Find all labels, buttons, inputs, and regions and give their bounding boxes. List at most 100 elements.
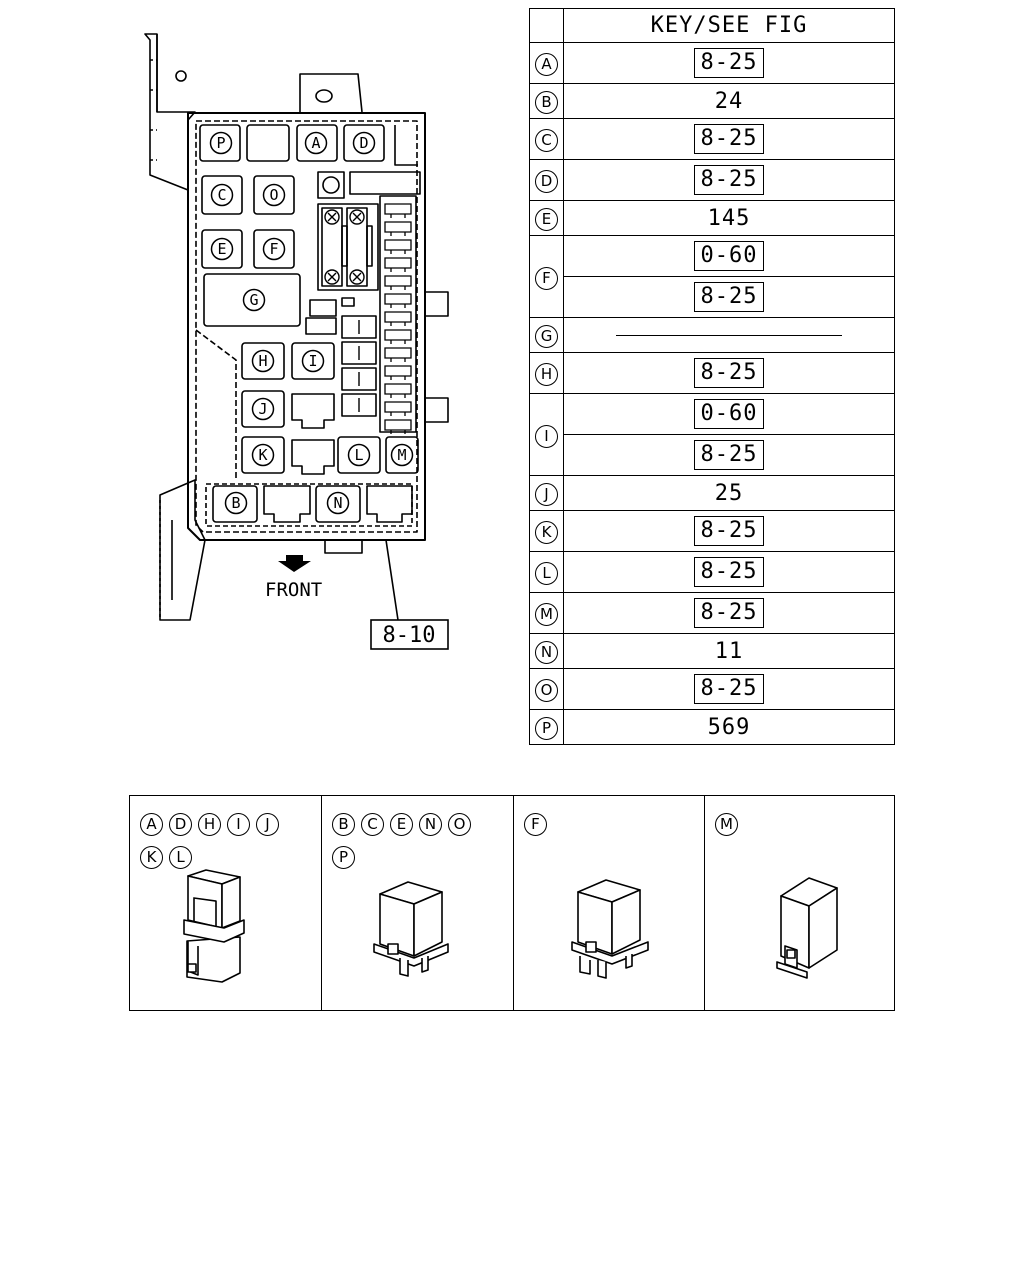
legend-key-circle: D (169, 813, 192, 836)
legend-key-circle: M (715, 813, 738, 836)
fig-ref-boxed: 8-25 (693, 440, 765, 470)
key-circle: G (535, 325, 558, 348)
fig-cell: 0-60 (563, 235, 895, 277)
key-circle: D (535, 170, 558, 193)
slot-label-d: D (359, 134, 368, 152)
key-circle: I (535, 424, 558, 448)
table-row: 8-25 (530, 276, 895, 318)
table-row: K 8-25 (529, 510, 895, 552)
key-cell: B (529, 83, 564, 119)
slot-label-f: F (269, 240, 278, 258)
slot-circle-a (304, 131, 328, 155)
table-row: N 11 (529, 633, 895, 669)
key-circle: C (535, 129, 558, 152)
front-label: FRONT (265, 579, 322, 601)
key-cell: H (529, 352, 564, 394)
key-circle: O (535, 679, 558, 702)
slot-label-g: G (249, 291, 258, 309)
slot-circle-h (251, 349, 275, 373)
fig-cell: 8-25 (563, 434, 895, 476)
fig-ref-boxed: 8-25 (693, 557, 765, 587)
not-available-dash (616, 335, 842, 336)
table-row: E 145 (529, 200, 895, 236)
fig-cell: 8-25 (563, 159, 895, 201)
key-cell: C (529, 118, 564, 160)
table-header: KEY/SEE FIG (563, 8, 895, 43)
slot-circle-f (262, 237, 286, 261)
slot-circle-b (224, 491, 248, 515)
fig-cell: 145 (563, 200, 895, 236)
slot-circle-e (210, 237, 234, 261)
key-circle: K (535, 521, 558, 544)
fig-cell (563, 317, 895, 353)
legend-key-circle: E (390, 813, 413, 836)
slot-circle-k (251, 443, 275, 467)
legend-key-circle: B (332, 813, 355, 836)
key-cell: P (529, 709, 564, 745)
key-cell: N (529, 633, 564, 669)
fig-ref-boxed: 8-25 (693, 358, 765, 388)
header-key-cell (529, 8, 564, 43)
part-number: 11 (714, 638, 744, 664)
table-row: H 8-25 (529, 352, 895, 394)
table-row: C 8-25 (529, 118, 895, 160)
key-circle: N (535, 641, 558, 664)
slot-circle-p (209, 131, 233, 155)
legend-keys-3: F (524, 807, 694, 840)
legend-key-circle: L (169, 846, 192, 869)
key-circle: J (535, 483, 558, 506)
part-number: 569 (707, 714, 751, 740)
key-cell: E (529, 200, 564, 236)
key-circle: E (535, 208, 558, 231)
relay-icon-4 (776, 877, 838, 979)
key-circle: H (535, 363, 558, 386)
slot-label-i: I (308, 352, 317, 370)
key-circle: B (535, 91, 558, 114)
legend-key-circle: I (227, 813, 250, 836)
fig-ref-boxed: 8-25 (693, 282, 765, 312)
key-cell: D (529, 159, 564, 201)
key-cell: G (529, 317, 564, 353)
slot-circle-d (352, 131, 376, 155)
fig-cell: 8-25 (563, 551, 895, 593)
slot-label-o: O (269, 186, 278, 204)
fig-ref-boxed: 8-25 (693, 124, 765, 154)
slot-label-b: B (231, 494, 240, 512)
slot-label-e: E (217, 240, 226, 258)
key-circle: M (535, 603, 558, 626)
key-cell: J (529, 475, 564, 511)
legend-key-circle: F (524, 813, 547, 836)
table-row: L 8-25 (529, 551, 895, 593)
fig-cell: 569 (563, 709, 895, 745)
key-cell: L (529, 551, 564, 593)
legend-key-circle: K (140, 846, 163, 869)
key-circle: A (535, 53, 558, 76)
slot-label-l: L (354, 446, 363, 464)
fig-cell: 8-25 (563, 42, 895, 84)
fig-ref-boxed: 8-25 (693, 516, 765, 546)
slot-circle-j (251, 397, 275, 421)
key-cell: M (529, 592, 564, 634)
slot-circle-g (242, 288, 266, 312)
fig-ref-boxed: 8-25 (693, 48, 765, 78)
relay-icon-1 (183, 869, 245, 983)
fig-cell: 0-60 (563, 393, 895, 435)
relay-icon-2 (373, 881, 449, 977)
part-number: 145 (707, 205, 751, 231)
key-cell: I (529, 393, 564, 476)
legend-key-circle: P (332, 846, 355, 869)
slot-label-n: N (333, 494, 342, 512)
legend-key-circle: N (419, 813, 442, 836)
legend-key-circle: J (256, 813, 279, 836)
fig-cell: 8-25 (563, 510, 895, 552)
